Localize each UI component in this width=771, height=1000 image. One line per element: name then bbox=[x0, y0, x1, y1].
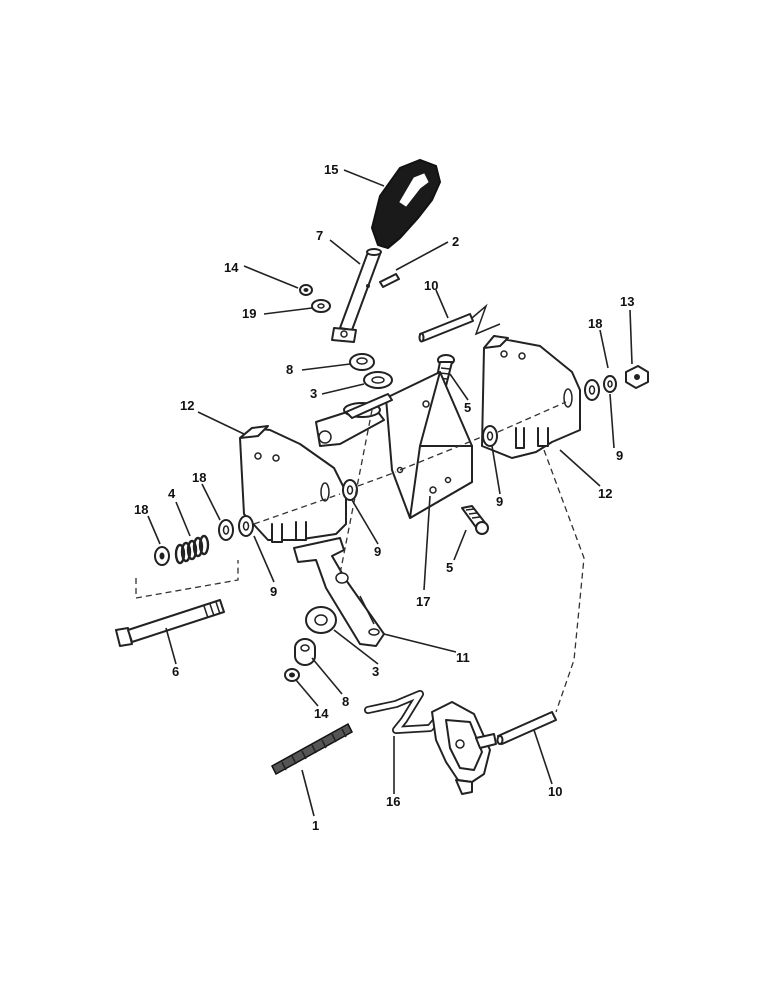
leader-lines bbox=[147, 169, 633, 817]
assembly-dashed-box bbox=[135, 560, 239, 599]
part-18-washer-left bbox=[154, 546, 170, 566]
guide-zigzag-top bbox=[471, 303, 501, 336]
part-2-pin bbox=[379, 273, 400, 288]
label-18-center: 18 bbox=[192, 470, 206, 485]
label-9-right-outer: 9 bbox=[616, 448, 623, 463]
label-6: 6 bbox=[172, 664, 179, 679]
label-19: 19 bbox=[242, 306, 256, 321]
label-3-top: 3 bbox=[310, 386, 317, 401]
part-8-bushing-bottom bbox=[294, 638, 316, 666]
label-1: 1 bbox=[312, 818, 319, 833]
part-3-washer-bottom bbox=[305, 606, 337, 634]
label-2: 2 bbox=[452, 234, 459, 249]
part-9-washer-right-outer bbox=[603, 375, 617, 393]
part-6-bolt bbox=[115, 599, 225, 647]
part-9-washer-center bbox=[342, 479, 358, 501]
label-13: 13 bbox=[620, 294, 634, 309]
label-10-bottom: 10 bbox=[548, 784, 562, 799]
part-14-nut-top bbox=[299, 284, 313, 296]
label-9-right: 9 bbox=[496, 494, 503, 509]
part-18-washer-right bbox=[584, 379, 600, 401]
part-3-washer-top bbox=[363, 371, 393, 389]
label-18-left: 18 bbox=[134, 502, 148, 517]
part-7-shift-lever bbox=[331, 248, 382, 343]
part-9-washer-left bbox=[238, 515, 254, 537]
part-12-plate-right bbox=[481, 335, 581, 459]
label-5-bottom: 5 bbox=[446, 560, 453, 575]
label-16: 16 bbox=[386, 794, 400, 809]
guide-line-right bbox=[543, 449, 585, 713]
label-4: 4 bbox=[168, 486, 176, 501]
part-11-shift-arm bbox=[293, 537, 385, 647]
axis-line-vertical bbox=[339, 409, 373, 575]
label-5-top: 5 bbox=[464, 400, 471, 415]
part-1-spring bbox=[271, 722, 353, 776]
label-12-right: 12 bbox=[598, 486, 612, 501]
part-17-bracket bbox=[315, 371, 473, 519]
label-17: 17 bbox=[416, 594, 430, 609]
label-14-bottom: 14 bbox=[314, 706, 329, 721]
label-9-center: 9 bbox=[374, 544, 381, 559]
label-15: 15 bbox=[324, 162, 338, 177]
label-9-left: 9 bbox=[270, 584, 277, 599]
label-3-bottom: 3 bbox=[372, 664, 379, 679]
part-8-bushing-top bbox=[349, 353, 375, 371]
callout-labels: 15 7 2 14 19 10 18 13 8 3 5 12 9 12 18 4… bbox=[134, 162, 634, 833]
part-16-rod bbox=[364, 690, 444, 734]
label-8-top: 8 bbox=[286, 362, 293, 377]
label-8-bottom: 8 bbox=[342, 694, 349, 709]
part-14-nut-bottom bbox=[284, 668, 300, 682]
part-18-washer-center bbox=[218, 519, 234, 541]
label-14-top: 14 bbox=[224, 260, 239, 275]
part-19-washer bbox=[311, 299, 331, 313]
shift-fork-assembly bbox=[431, 701, 497, 795]
label-7: 7 bbox=[316, 228, 323, 243]
part-13-nut bbox=[625, 365, 649, 389]
part-4-spring bbox=[174, 534, 210, 565]
part-10-pin-bottom bbox=[496, 711, 557, 745]
part-5-bolt-bottom bbox=[461, 505, 489, 535]
label-18-right: 18 bbox=[588, 316, 602, 331]
axis-line-upper bbox=[399, 401, 567, 471]
part-12-plate-left bbox=[239, 425, 347, 543]
axis-line-lower bbox=[253, 471, 397, 525]
part-9-washer-right bbox=[482, 425, 498, 447]
part-15-knob bbox=[370, 158, 442, 250]
label-12-left: 12 bbox=[180, 398, 194, 413]
label-10-top: 10 bbox=[424, 278, 438, 293]
part-10-pin-top bbox=[418, 313, 474, 343]
label-11: 11 bbox=[456, 650, 470, 665]
